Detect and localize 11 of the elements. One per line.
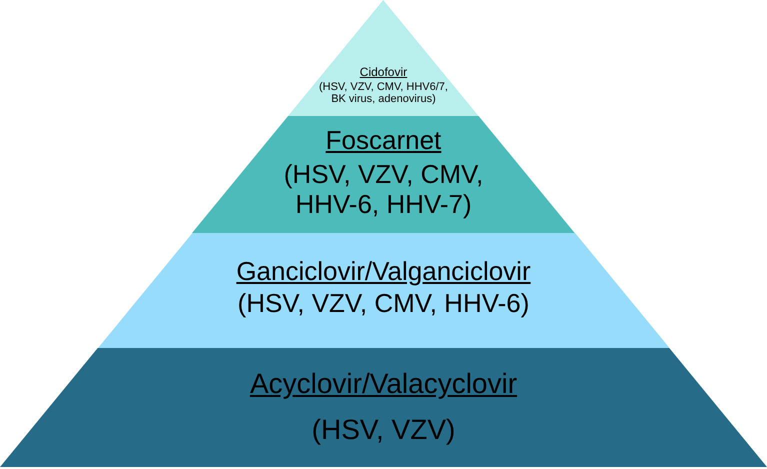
drug-name: Foscarnet [324,126,442,156]
virus-list: (HSV, VZV, CMV, HHV-6, HHV-7) [282,160,484,220]
pyramid-tier [98,233,670,348]
virus-list: (HSV, VZV, CMV, HHV6/7, BK virus, adenovirus) [318,80,448,106]
drug-name: Acyclovir/Valacyclovir [249,368,518,400]
virus-list: (HSV, VZV, CMV, HHV-6) [236,288,530,319]
drug-name: Cidofovir [358,66,408,80]
virus-list: (HSV, VZV) [311,414,456,446]
drug-name: Ganciclovir/Valganciclovir [235,257,532,287]
pyramid-tier [192,116,575,233]
pyramid-tier [0,348,767,467]
